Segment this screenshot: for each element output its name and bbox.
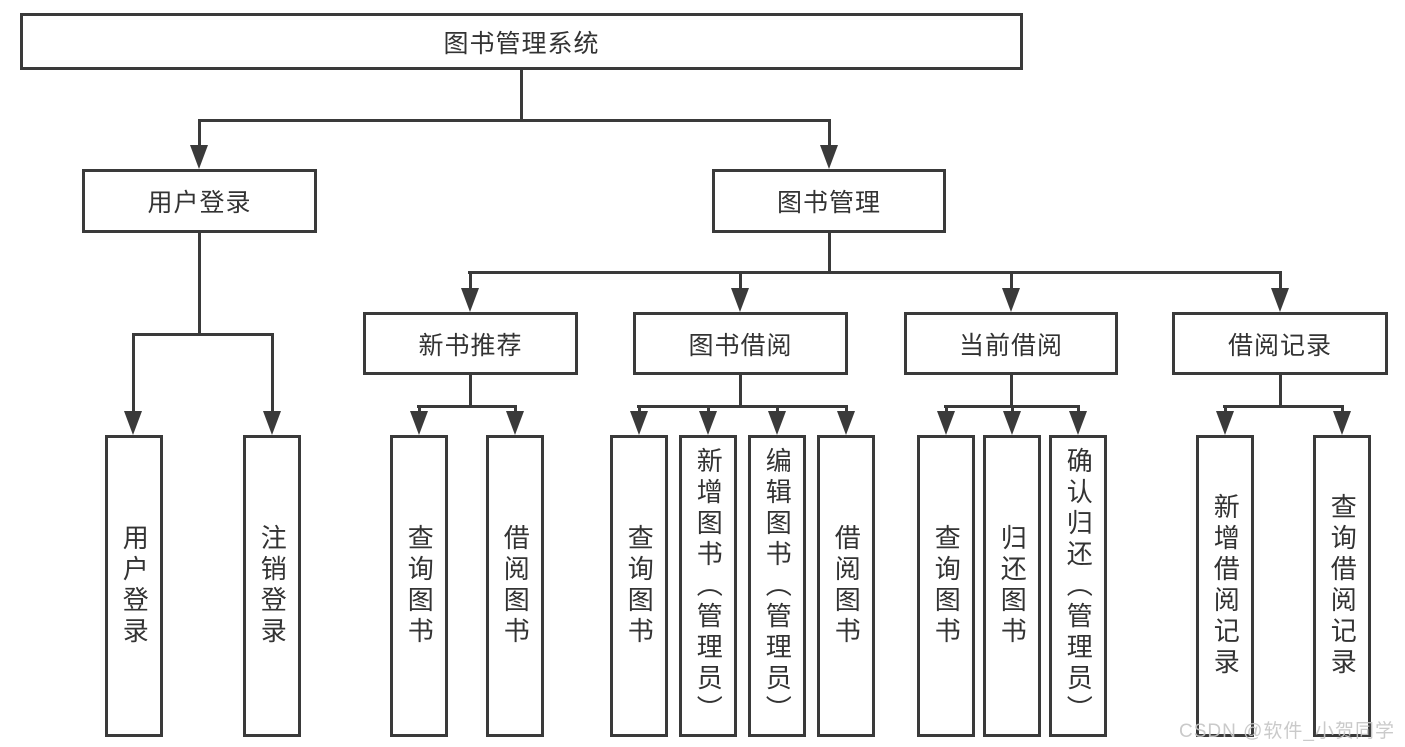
leaf-query-books-current: 查询图书 (917, 435, 975, 737)
edge-bookmgmt-drop-1 (469, 271, 472, 291)
edge-borrow-rail (637, 405, 848, 408)
edge-newbook-drop-2 (514, 405, 517, 415)
node-new-book-recommend: 新书推荐 (363, 312, 578, 375)
arrowhead-down (461, 288, 479, 312)
leaf-label: 用户登录 (119, 524, 150, 648)
edge-userlogin-stem (198, 233, 201, 335)
arrowhead-down (630, 411, 648, 435)
leaf-label: 注销登录 (257, 524, 288, 648)
edge-bookmgmt-drop-4 (1279, 271, 1282, 291)
leaf-label: 归还图书 (997, 524, 1028, 648)
edge-borrow-drop-1 (638, 405, 641, 415)
arrowhead-down (124, 411, 142, 435)
edge-root-drop-book (828, 119, 831, 149)
watermark: CSDN @软件_小贺同学 (1179, 721, 1395, 742)
leaf-borrow-books: 借阅图书 (817, 435, 875, 737)
leaf-label: 编辑图书（管理员） (762, 446, 793, 726)
edge-newbook-rail (417, 405, 517, 408)
arrowhead-down (190, 145, 208, 169)
edge-bookmgmt-rail (468, 271, 1282, 274)
leaf-label: 查询借阅记录 (1327, 493, 1358, 679)
leaf-borrow-books-recommend: 借阅图书 (486, 435, 544, 737)
arrowhead-down (1333, 411, 1351, 435)
node-book-management: 图书管理 (712, 169, 946, 233)
leaf-label: 借阅图书 (831, 524, 862, 648)
edge-borrow-drop-2 (707, 405, 710, 415)
edge-root-stem (520, 70, 523, 120)
leaf-label: 查询图书 (624, 524, 655, 648)
edge-newbook-drop-1 (418, 405, 421, 415)
arrowhead-down (506, 411, 524, 435)
edge-borrow-stem (739, 375, 742, 407)
arrowhead-down (837, 411, 855, 435)
arrowhead-down (820, 145, 838, 169)
leaf-query-borrow-record: 查询借阅记录 (1313, 435, 1371, 737)
arrowhead-down (1216, 411, 1234, 435)
edge-borrow-drop-3 (776, 405, 779, 415)
leaf-label: 查询图书 (931, 524, 962, 648)
edge-current-drop-1 (945, 405, 948, 415)
node-current-borrow: 当前借阅 (904, 312, 1118, 375)
edge-current-drop-2 (1011, 405, 1014, 415)
leaf-label: 新增借阅记录 (1210, 493, 1241, 679)
leaf-logout: 注销登录 (243, 435, 301, 737)
leaf-query-books-recommend: 查询图书 (390, 435, 448, 737)
leaf-add-book-admin: 新增图书（管理员） (679, 435, 737, 737)
leaf-user-login: 用户登录 (105, 435, 163, 737)
edge-records-drop-2 (1341, 405, 1344, 415)
leaf-query-books-borrow: 查询图书 (610, 435, 668, 737)
node-borrow-records: 借阅记录 (1172, 312, 1388, 375)
arrowhead-down (731, 288, 749, 312)
edge-current-stem (1010, 375, 1013, 407)
edge-userlogin-drop-1 (132, 333, 135, 415)
leaf-add-borrow-record: 新增借阅记录 (1196, 435, 1254, 737)
arrowhead-down (699, 411, 717, 435)
leaf-label: 借阅图书 (500, 524, 531, 648)
node-book-borrow: 图书借阅 (633, 312, 848, 375)
arrowhead-down (1003, 411, 1021, 435)
edge-newbook-stem (469, 375, 472, 408)
arrowhead-down (1069, 411, 1087, 435)
edge-userlogin-drop-2 (271, 333, 274, 415)
arrowhead-down (768, 411, 786, 435)
node-user-login: 用户登录 (82, 169, 317, 233)
edge-bookmgmt-drop-3 (1010, 271, 1013, 291)
leaf-label: 新增图书（管理员） (693, 446, 724, 726)
edge-records-rail (1223, 405, 1344, 408)
edge-current-drop-3 (1077, 405, 1080, 415)
arrowhead-down (263, 411, 281, 435)
edge-root-rail (198, 119, 831, 122)
arrowhead-down (1271, 288, 1289, 312)
edge-records-stem (1279, 375, 1282, 407)
edge-root-drop-user (198, 119, 201, 149)
edge-bookmgmt-stem (828, 233, 831, 274)
leaf-label: 确认归还（管理员） (1063, 446, 1094, 726)
edge-userlogin-rail (132, 333, 274, 336)
node-root: 图书管理系统 (20, 13, 1023, 70)
arrowhead-down (1002, 288, 1020, 312)
edge-borrow-drop-4 (845, 405, 848, 415)
leaf-return-book: 归还图书 (983, 435, 1041, 737)
edge-records-drop-1 (1224, 405, 1227, 415)
leaf-confirm-return-admin: 确认归还（管理员） (1049, 435, 1107, 737)
arrowhead-down (410, 411, 428, 435)
leaf-edit-book-admin: 编辑图书（管理员） (748, 435, 806, 737)
arrowhead-down (937, 411, 955, 435)
edge-bookmgmt-drop-2 (739, 271, 742, 291)
leaf-label: 查询图书 (404, 524, 435, 648)
